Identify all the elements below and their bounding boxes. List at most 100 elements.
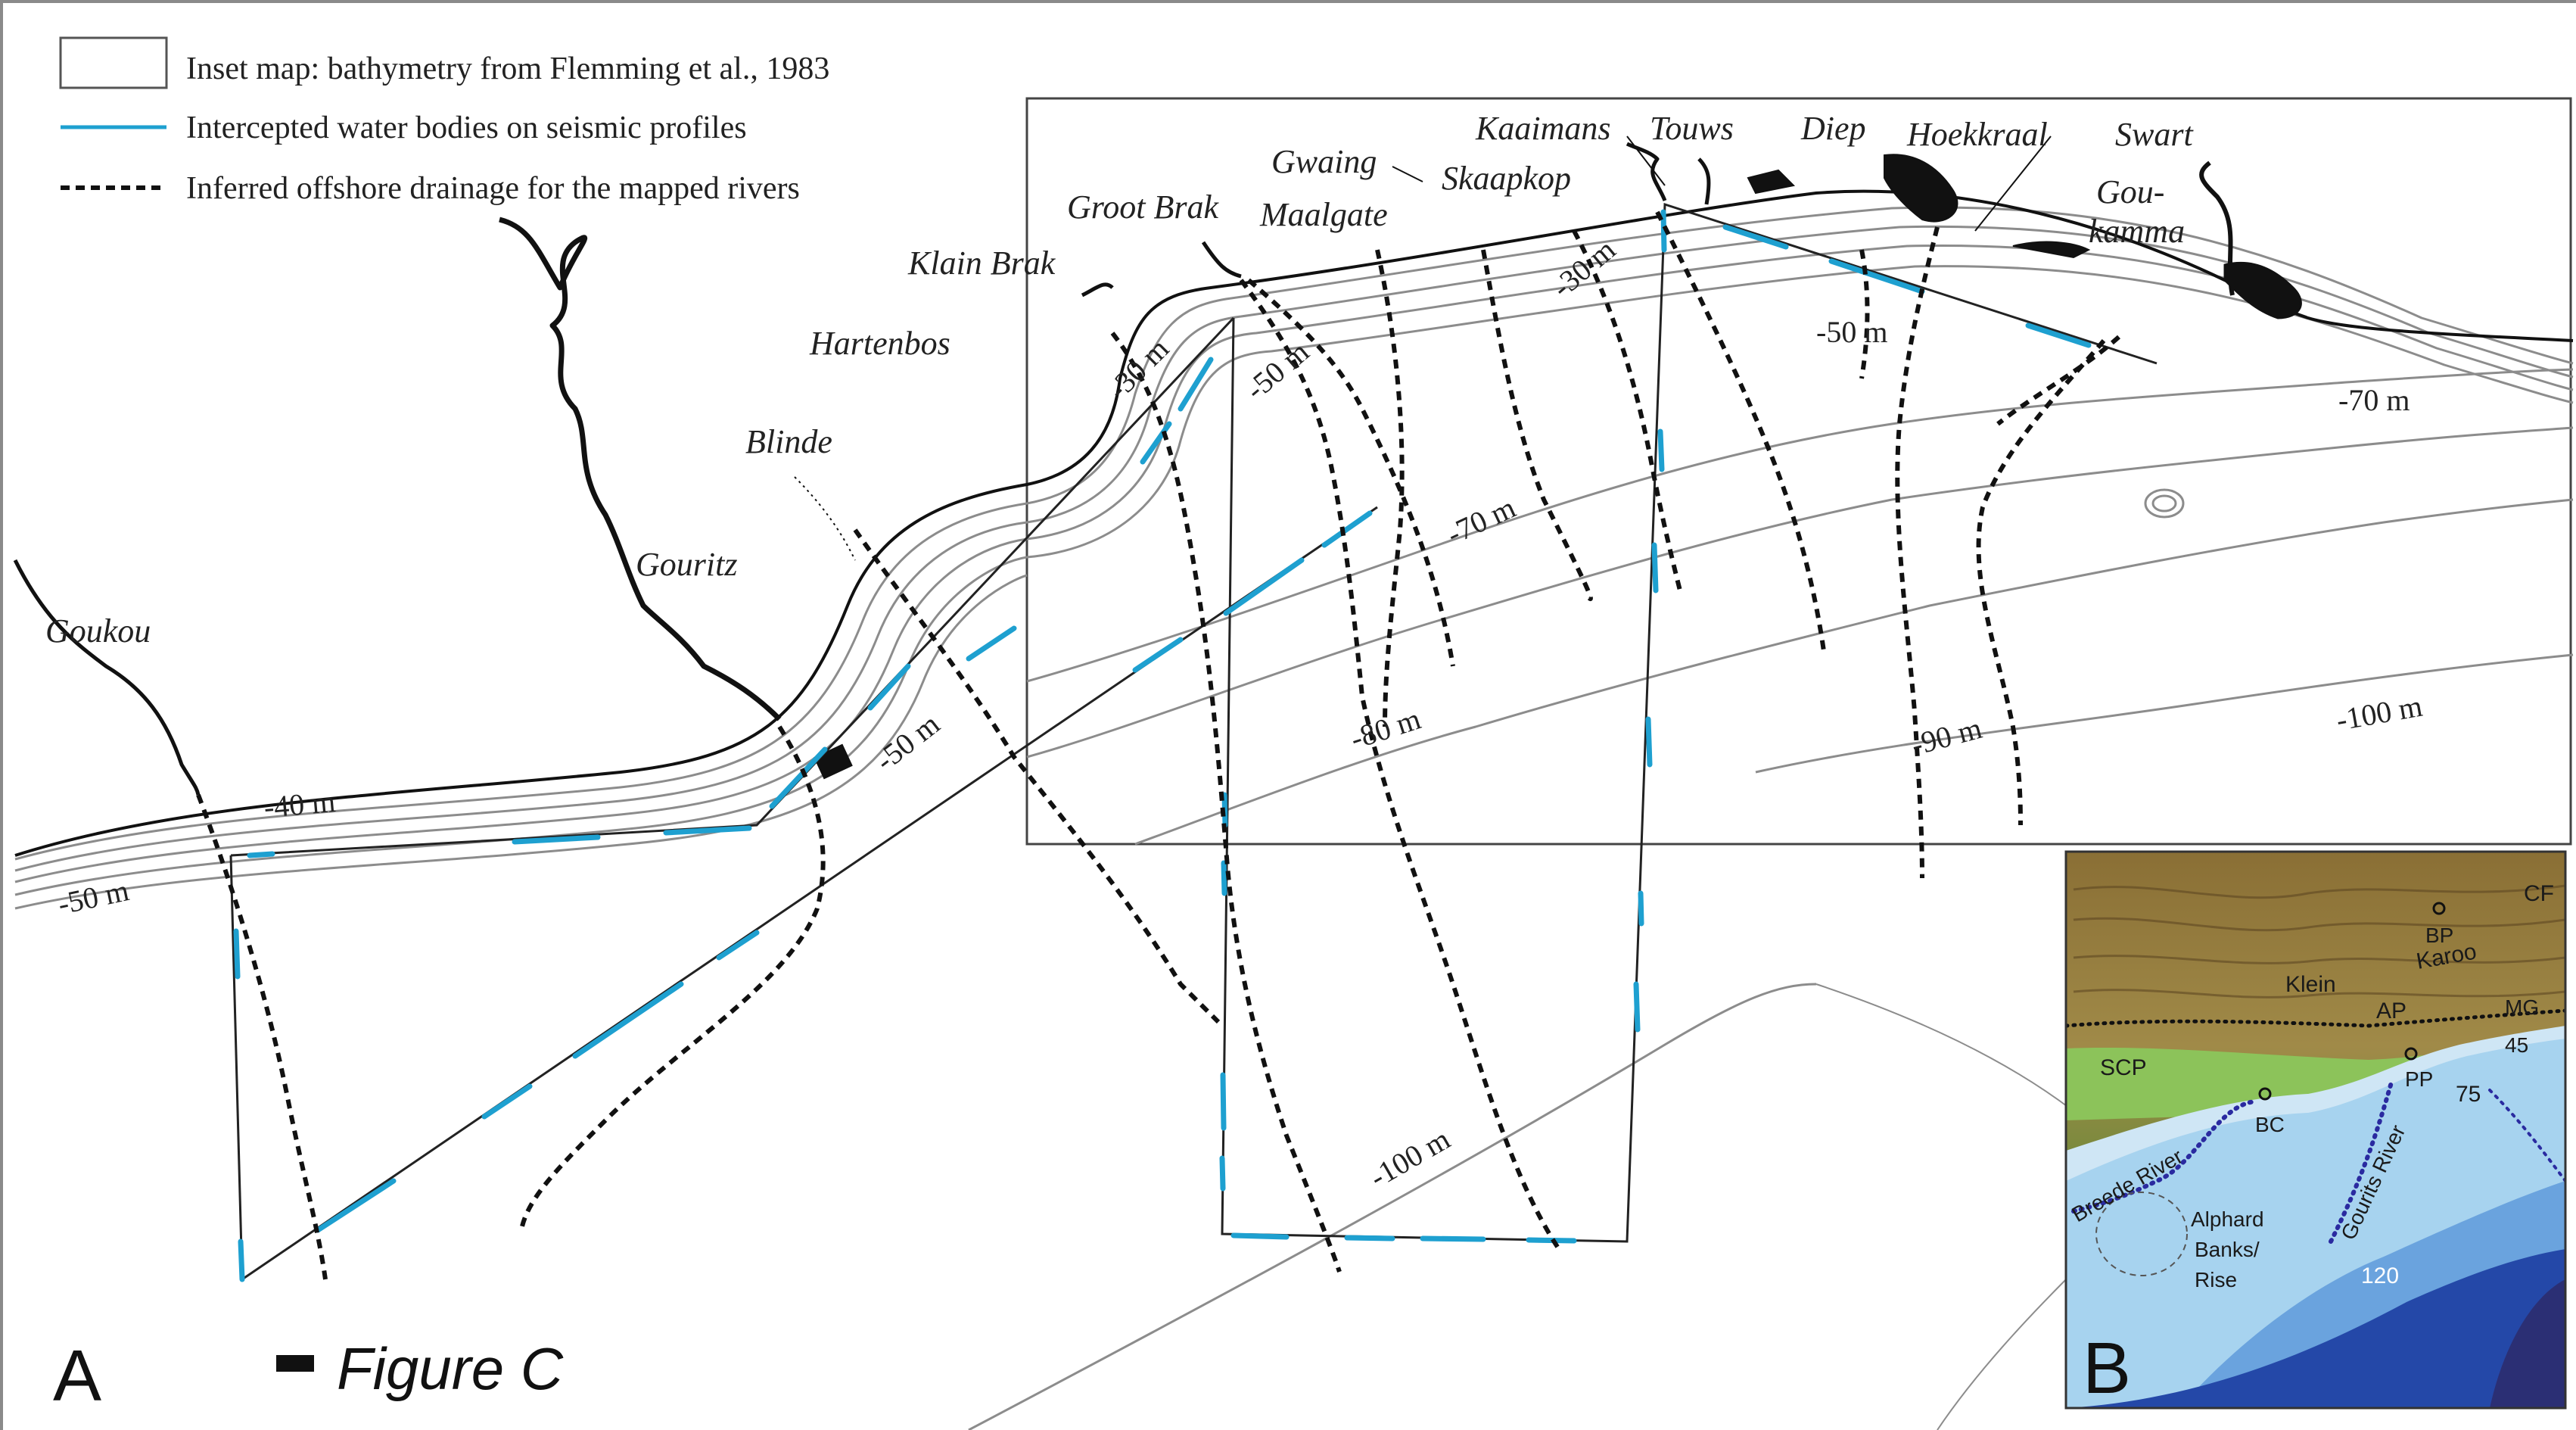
inset-label-45: 45 — [2505, 1033, 2528, 1057]
contour-line — [14, 206, 2574, 861]
water-body — [716, 930, 760, 961]
drainage-gwaing — [1247, 278, 1455, 667]
depth-label: -100 m — [2334, 689, 2425, 737]
water-body — [1651, 542, 1659, 593]
onshore-rivers — [13, 142, 2235, 796]
water-body — [481, 1083, 533, 1120]
river-gouritz — [499, 217, 782, 721]
water-body — [1230, 1232, 1290, 1240]
inset-letter-b: B — [2083, 1328, 2131, 1409]
depth-label: -70 m — [2338, 383, 2410, 417]
inset-map-b: CF BP Karoo Klein AP MG SCP 45 PP 75 BC … — [2064, 850, 2567, 1410]
water-body — [572, 981, 684, 1059]
contour-line — [14, 574, 1028, 910]
inset-label-120: 120 — [2361, 1263, 2399, 1288]
inset-breede-river-path — [2071, 1099, 2257, 1213]
drainage-blinde — [853, 528, 1221, 1024]
coastline — [14, 189, 2574, 857]
contour-line — [14, 225, 2574, 872]
water-body — [233, 928, 241, 980]
label-hartenbos: Hartenbos — [809, 325, 950, 362]
depth-label: -70 m — [1442, 490, 1521, 551]
drainage-goukou — [196, 793, 328, 1280]
water-body — [1657, 428, 1665, 472]
depth-label: -100 m — [1364, 1122, 1456, 1195]
water-body — [512, 834, 601, 845]
inset-label-75: 75 — [2456, 1082, 2481, 1107]
label-gouritz: Gouritz — [636, 546, 737, 583]
river-touws — [1697, 157, 1711, 205]
label-gwaing: Gwaing — [1271, 143, 1377, 180]
drainage-swart — [1976, 339, 2106, 826]
panel-letter-a: A — [53, 1335, 101, 1416]
seismic-profiles — [229, 202, 2158, 1281]
drainage-groot-brak — [1239, 279, 1561, 1251]
lagoon-hoekkraal — [1884, 154, 1958, 223]
label-leaders — [1392, 136, 2052, 232]
inset-bp-dot — [2432, 902, 2446, 915]
water-body — [2025, 322, 2092, 348]
profile-line — [230, 316, 1235, 857]
depth-label: -30 m — [1545, 232, 1622, 304]
drainage-diep — [1859, 249, 1870, 379]
contour-line — [1134, 498, 2574, 846]
label-skaapkop: Skaapkop — [1442, 160, 1571, 197]
inset-label-alphard-2: Banks/ — [2195, 1238, 2260, 1261]
contour-seamount — [2151, 494, 2177, 512]
inset-label-alphard-3: Rise — [2195, 1268, 2237, 1291]
figure-c-marker — [814, 743, 853, 780]
water-body — [1660, 209, 1667, 253]
contour-line — [1755, 653, 2574, 774]
water-body — [315, 1178, 397, 1233]
inset-label-mg: MG — [2505, 995, 2539, 1019]
figure-c-label: Figure C — [337, 1335, 564, 1402]
river-labels: Goukou Gouritz Blinde Hartenbos Klain Br… — [45, 110, 2194, 650]
inset-label-scp: SCP — [2100, 1055, 2147, 1080]
label-goukamma-1: Gou- — [2096, 173, 2164, 210]
leader-gwaing — [1392, 166, 1423, 182]
depth-label: -50 m — [1239, 335, 1315, 407]
label-kaaimans: Kaaimans — [1475, 110, 1610, 147]
label-touws: Touws — [1650, 110, 1734, 147]
inset-abyss — [2490, 1279, 2565, 1408]
lagoon-swart — [2223, 261, 2302, 319]
blinde-leader — [794, 476, 856, 561]
inset-label-alphard-1: Alphard — [2191, 1207, 2264, 1231]
river-goukou — [13, 559, 201, 796]
profile-line — [241, 506, 1378, 1281]
drainage-klain-brak — [1110, 332, 1342, 1273]
inset-label-klein: Klein — [2285, 972, 2336, 997]
water-body — [867, 663, 911, 711]
label-maalgate: Maalgate — [1259, 196, 1388, 233]
water-body — [1722, 224, 1789, 250]
water-body — [1633, 981, 1641, 1033]
leader-swart — [1974, 136, 2052, 232]
water-body — [966, 625, 1017, 662]
leader-kaaimans — [1626, 136, 1666, 186]
depth-label: -30 m — [1101, 332, 1176, 407]
river-groot-brak — [1201, 241, 1242, 279]
river-kaaimans — [1626, 142, 1667, 201]
inferred-drainage — [196, 210, 2121, 1280]
lagoon — [1747, 169, 1796, 195]
drainage-hoekkraal — [1895, 226, 1940, 879]
coastline-path — [14, 189, 2574, 857]
inset-gourits-river-path — [2329, 1080, 2394, 1244]
drainage-kaaimans — [1572, 229, 1682, 591]
inset-label-pp: PP — [2405, 1067, 2433, 1091]
water-body — [1645, 716, 1653, 768]
depth-label: -50 m — [55, 873, 132, 921]
inset-alphard-outline — [2095, 1192, 2188, 1276]
water-body — [1223, 557, 1305, 616]
water-body — [1140, 421, 1172, 465]
water-bodies — [233, 209, 2092, 1282]
water-body — [238, 1238, 245, 1282]
inset-channel — [2488, 1089, 2565, 1182]
contour-line — [1026, 426, 2574, 759]
water-body — [663, 825, 752, 836]
water-body — [247, 851, 275, 858]
water-body — [769, 746, 828, 809]
contour-line — [14, 245, 2574, 883]
legend-water-text: Intercepted water bodies on seismic prof… — [186, 111, 747, 145]
